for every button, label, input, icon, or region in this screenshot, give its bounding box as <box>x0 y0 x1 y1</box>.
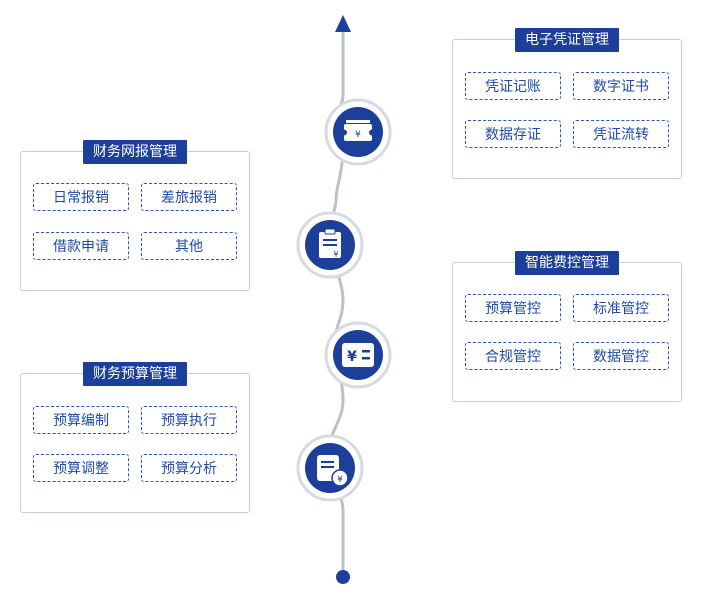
chip-voucher-posting[interactable]: 凭证记账 <box>465 72 561 100</box>
chip-budget-analysis[interactable]: 预算分析 <box>141 454 237 482</box>
chip-digital-certificate[interactable]: 数字证书 <box>573 72 669 100</box>
panel-budget-title: 财务预算管理 <box>83 362 187 386</box>
chip-budget-adjustment[interactable]: 预算调整 <box>33 454 129 482</box>
panel-voucher-title: 电子凭证管理 <box>515 28 619 52</box>
chip-standard-control[interactable]: 标准管控 <box>573 294 669 322</box>
svg-text:¥: ¥ <box>337 475 343 485</box>
svg-text:¥: ¥ <box>347 349 357 365</box>
panel-voucher: 电子凭证管理 凭证记账 数字证书 数据存证 凭证流转 <box>452 28 682 179</box>
panel-budget: 财务预算管理 预算编制 预算执行 预算调整 预算分析 <box>20 362 250 513</box>
chip-data-control[interactable]: 数据管控 <box>573 342 669 370</box>
chip-data-storage[interactable]: 数据存证 <box>465 120 561 148</box>
chip-budget-execution[interactable]: 预算执行 <box>141 406 237 434</box>
chip-voucher-transfer[interactable]: 凭证流转 <box>573 120 669 148</box>
panel-cost-control-title: 智能费控管理 <box>515 251 619 275</box>
chip-budget-preparation[interactable]: 预算编制 <box>33 406 129 434</box>
document-yen-icon: ¥ <box>296 434 364 502</box>
timeline-end-dot <box>336 570 350 584</box>
svg-text:¥: ¥ <box>355 130 361 140</box>
chip-loan-application[interactable]: 借款申请 <box>33 232 129 260</box>
yen-equals-icon: ¥ <box>324 321 392 389</box>
ticket-icon: ¥ <box>324 98 392 166</box>
panel-cost-control: 智能费控管理 预算管控 标准管控 合规管控 数据管控 <box>452 251 682 402</box>
arrow-up-icon <box>335 15 351 32</box>
panel-reimburse-title: 财务网报管理 <box>83 140 187 164</box>
panel-reimburse: 财务网报管理 日常报销 差旅报销 借款申请 其他 <box>20 140 250 291</box>
svg-text:¥: ¥ <box>333 250 338 259</box>
clipboard-yen-icon: ¥ <box>296 211 364 279</box>
chip-compliance-control[interactable]: 合规管控 <box>465 342 561 370</box>
chip-other[interactable]: 其他 <box>141 232 237 260</box>
chip-budget-control[interactable]: 预算管控 <box>465 294 561 322</box>
chip-travel-reimbursement[interactable]: 差旅报销 <box>141 183 237 211</box>
chip-daily-reimbursement[interactable]: 日常报销 <box>33 183 129 211</box>
